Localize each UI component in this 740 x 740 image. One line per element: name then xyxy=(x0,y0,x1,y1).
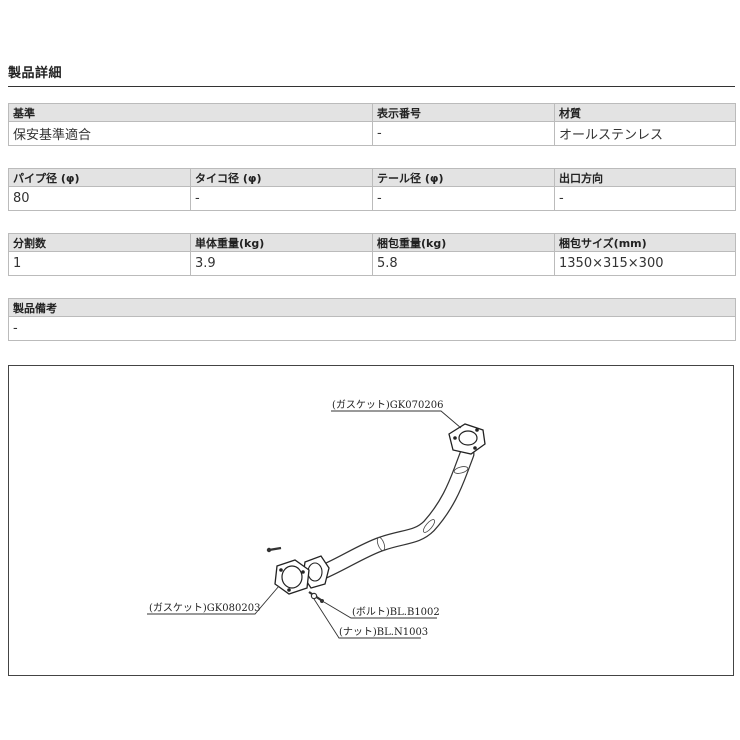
header-pipe-diameter: パイプ径 (φ) xyxy=(8,168,191,187)
value-display-number: - xyxy=(372,121,555,146)
spec-table-standard: 基準 表示番号 材質 保安基準適合 - オールステンレス xyxy=(8,103,736,146)
value-tail-diameter: - xyxy=(372,186,555,211)
label-gasket-bottom: (ガスケット)GK080203 xyxy=(149,602,260,614)
label-nut: (ナット)BL.N1003 xyxy=(339,626,428,638)
header-unit-weight: 単体重量(kg) xyxy=(190,233,373,252)
value-package-weight: 5.8 xyxy=(372,251,555,276)
header-product-notes: 製品備考 xyxy=(8,298,736,317)
header-split-count: 分割数 xyxy=(8,233,191,252)
value-exit-direction: - xyxy=(554,186,736,211)
header-exit-direction: 出口方向 xyxy=(554,168,736,187)
value-package-size: 1350×315×300 xyxy=(554,251,736,276)
header-package-weight: 梱包重量(kg) xyxy=(372,233,555,252)
header-tail-diameter: テール径 (φ) xyxy=(372,168,555,187)
leader-lines xyxy=(147,410,462,639)
section-title: 製品詳細 xyxy=(8,66,63,81)
top-flange xyxy=(448,423,486,455)
header-material: 材質 xyxy=(554,103,736,122)
exhaust-pipe-illustration: (ガスケット)GK070206 (ガスケット)GK080203 (ボルト)BL.… xyxy=(147,399,486,639)
header-standard: 基準 xyxy=(8,103,373,122)
label-gasket-top: (ガスケット)GK070206 xyxy=(332,399,443,411)
title-divider xyxy=(8,86,735,87)
value-standard: 保安基準適合 xyxy=(8,121,373,146)
value-pipe-diameter: 80 xyxy=(8,186,191,211)
spec-table-weights: 分割数 単体重量(kg) 梱包重量(kg) 梱包サイズ(mm) 1 3.9 5.… xyxy=(8,233,736,276)
spec-table-notes: 製品備考 - xyxy=(8,298,736,341)
value-unit-weight: 3.9 xyxy=(190,251,373,276)
bottom-gasket xyxy=(274,559,310,595)
nut-icon xyxy=(310,592,318,600)
spec-table-diameters: パイプ径 (φ) タイコ径 (φ) テール径 (φ) 出口方向 80 - - - xyxy=(8,168,736,211)
label-bolt: (ボルト)BL.B1002 xyxy=(352,606,440,618)
header-muffler-diameter: タイコ径 (φ) xyxy=(190,168,373,187)
value-product-notes: - xyxy=(8,316,736,341)
value-material: オールステンレス xyxy=(554,121,736,146)
header-package-size: 梱包サイズ(mm) xyxy=(554,233,736,252)
front-pipe xyxy=(308,446,475,583)
value-split-count: 1 xyxy=(8,251,191,276)
header-display-number: 表示番号 xyxy=(372,103,555,122)
value-muffler-diameter: - xyxy=(190,186,373,211)
parts-diagram: (ガスケット)GK070206 (ガスケット)GK080203 (ボルト)BL.… xyxy=(8,365,734,676)
